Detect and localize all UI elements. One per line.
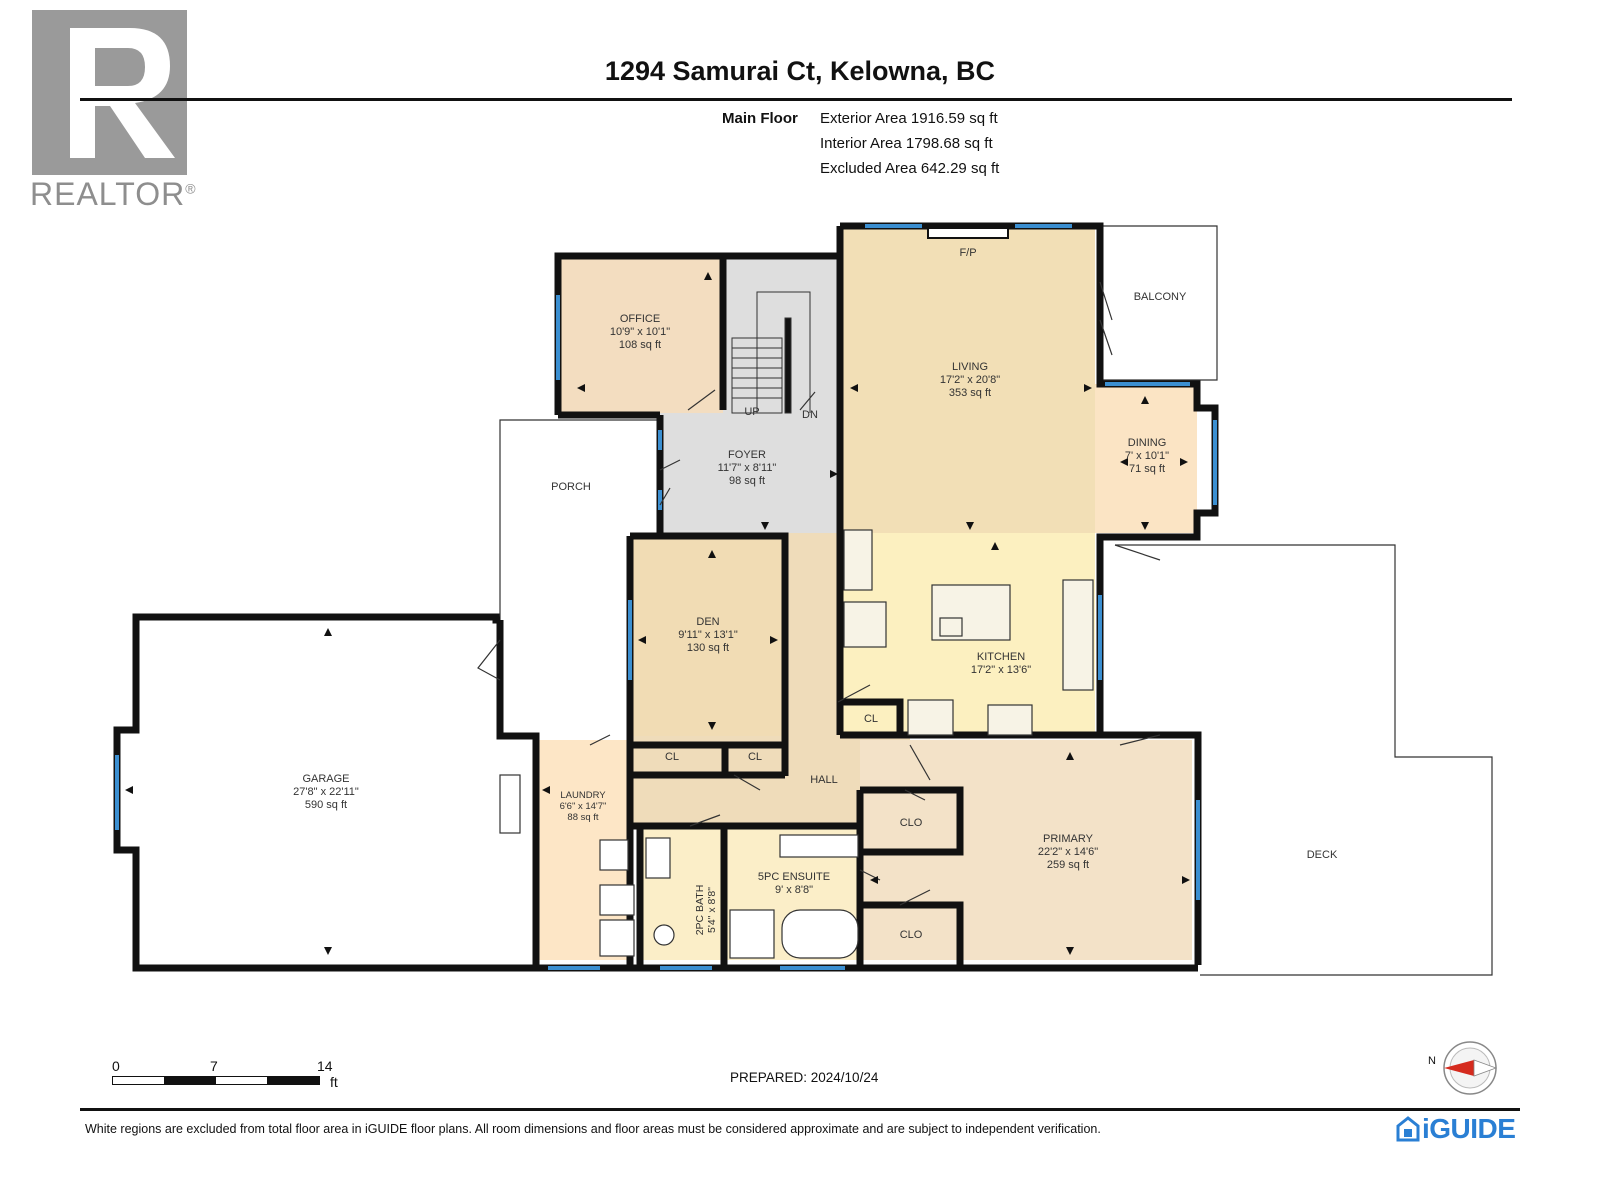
compass-icon <box>1443 1041 1498 1095</box>
realtor-logo: REALTOR® <box>30 8 205 213</box>
office-fill <box>558 258 723 413</box>
footer-note: White regions are excluded from total fl… <box>85 1122 1101 1136</box>
iguide-logo: iGUIDE <box>1396 1112 1516 1146</box>
balcony-label: BALCONY <box>1134 291 1187 303</box>
hall-fill <box>785 533 840 743</box>
exterior-area: Exterior Area 1916.59 sq ft <box>820 110 998 127</box>
hall-closet-1-label: CL <box>665 751 679 763</box>
windows <box>115 224 1217 970</box>
closet-1-label: CLO <box>900 817 923 829</box>
hall-closet-2-label: CL <box>748 751 762 763</box>
den-fill <box>630 538 785 736</box>
excluded-outlines <box>499 225 1493 976</box>
fireplace <box>927 227 1009 239</box>
realtor-r-icon <box>32 10 187 175</box>
scale-tick-0: 0 <box>112 1058 120 1074</box>
room-markers <box>125 272 1190 955</box>
deck-label: DECK <box>1307 849 1338 861</box>
excluded-area: Excluded Area 642.29 sq ft <box>820 160 1000 177</box>
up-label: UP <box>744 406 759 418</box>
page-title: 1294 Samurai Ct, Kelowna, BC <box>604 56 996 86</box>
porch-label: PORCH <box>551 481 591 493</box>
floor-label: Main Floor <box>722 110 798 127</box>
door-swings <box>477 281 1161 906</box>
prepared-date: PREPARED: 2024/10/24 <box>730 1070 879 1085</box>
bath2-label: 2PC BATH5'4" x 8'8" <box>694 885 718 936</box>
compass: N <box>1428 1038 1508 1098</box>
kitchen-fixtures <box>843 529 1094 736</box>
scale-tick-7: 7 <box>210 1058 218 1074</box>
closet-2-label: CLO <box>900 929 923 941</box>
realtor-wordmark: REALTOR® <box>30 176 197 212</box>
compass-north: N <box>1428 1055 1436 1067</box>
fp-label: F/P <box>959 247 976 259</box>
scale-unit: ft <box>330 1074 338 1090</box>
iguide-house-icon <box>1396 1116 1420 1142</box>
title-divider <box>80 98 1512 101</box>
interior-area: Interior Area 1798.68 sq ft <box>820 135 993 152</box>
bath-fixtures <box>499 774 859 959</box>
living-fill <box>840 228 1095 533</box>
scale-tick-14: 14 <box>317 1058 333 1074</box>
kitchen-closet-label: CL <box>864 713 878 725</box>
stairs <box>731 291 811 414</box>
iguide-wordmark: iGUIDE <box>1422 1113 1516 1144</box>
foyer-fill <box>660 413 840 533</box>
hall-label: HALL <box>810 774 838 786</box>
dn-label: DN <box>802 409 818 421</box>
footer-divider <box>80 1108 1520 1111</box>
scale-bar: 0 7 14 ft <box>112 1058 422 1090</box>
